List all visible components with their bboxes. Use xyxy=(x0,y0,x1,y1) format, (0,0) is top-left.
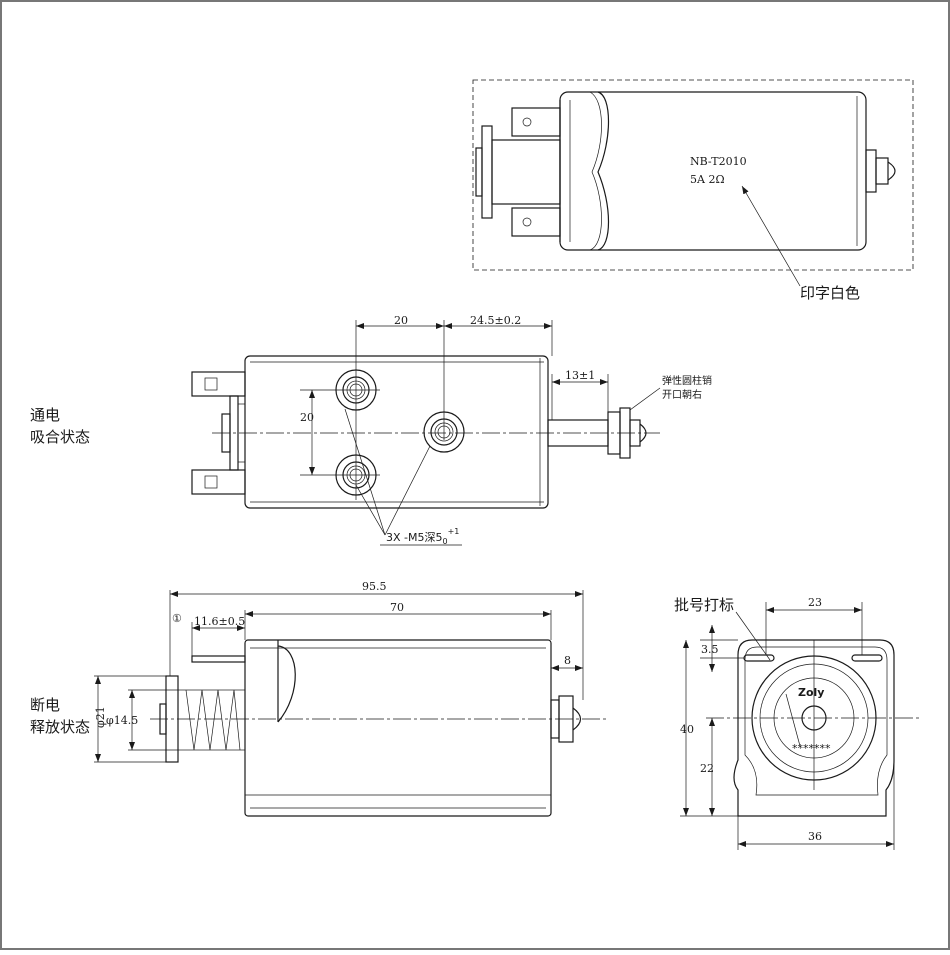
batch-label-leader xyxy=(735,611,771,661)
energized-view: 通电 吸合状态 xyxy=(30,314,712,546)
top-view-terminal-hole xyxy=(522,117,532,127)
top-view-body xyxy=(559,91,867,251)
hole-note-leader-3 xyxy=(384,445,431,536)
top-view: NB-T2010 5A 2Ω 印字白色 xyxy=(472,79,914,302)
energized-body xyxy=(244,355,549,509)
hole-note-sub: 0 xyxy=(443,537,448,546)
top-view-terminal-upper xyxy=(511,107,561,137)
top-view-terminal-lower xyxy=(511,207,561,237)
mounting-hole-center xyxy=(423,411,465,453)
dim-36: 36 xyxy=(808,830,822,843)
dim-8: 8 xyxy=(564,654,571,667)
top-view-plunger-tip xyxy=(475,147,483,197)
end-view-slot-left xyxy=(743,654,775,662)
released-plunger xyxy=(177,689,246,751)
top-view-dashed-frame xyxy=(472,79,914,271)
top-view-plunger-block xyxy=(491,139,561,205)
end-view-stamp-leader xyxy=(785,693,801,747)
top-view-pin-tip xyxy=(887,161,896,181)
dim-13: 13±1 xyxy=(565,369,595,382)
rating-text: 5A 2Ω xyxy=(690,173,725,186)
released-body xyxy=(244,639,552,817)
energized-state-line2: 吸合状态 xyxy=(30,428,90,446)
dim-20-horizontal: 20 xyxy=(394,314,408,327)
pin-note-line2: 开口朝右 xyxy=(662,388,702,401)
top-view-pin-nut xyxy=(865,149,877,193)
top-view-terminal-hole xyxy=(522,217,532,227)
dim-11-6: 11.6±0.5 xyxy=(194,615,245,628)
pin-note-leader xyxy=(629,387,661,411)
model-number-text: NB-T2010 xyxy=(690,155,747,168)
print-note-leader xyxy=(741,185,801,287)
print-note-label: 印字白色 xyxy=(800,284,860,302)
released-coil-cap xyxy=(277,640,296,723)
dim-3-5: 3.5 xyxy=(701,643,719,656)
top-view-pin-body xyxy=(875,157,889,185)
released-spring xyxy=(185,689,241,751)
released-state-line2: 释放状态 xyxy=(30,718,90,736)
batch-label: 批号打标 xyxy=(674,596,734,614)
end-view-slot-right xyxy=(851,654,883,662)
energized-terminal-hole xyxy=(204,377,218,391)
hole-note-leader-1 xyxy=(344,408,386,536)
top-view-body-curve xyxy=(589,91,602,251)
dim-phi21: φ21 xyxy=(94,706,107,728)
hole-note-leader-2 xyxy=(355,484,386,536)
energized-terminal-upper xyxy=(191,371,246,397)
released-view: 断电 释放状态 95.5 70 ① 11.6±0.5 xyxy=(30,580,608,817)
hole-note-sup: +1 xyxy=(448,527,460,536)
end-view: 批号打标 Zoly ******* 23 3.5 40 2 xyxy=(674,596,920,850)
released-terminal xyxy=(191,655,246,663)
released-pin-tip xyxy=(572,707,582,731)
end-view-logo: Zoly xyxy=(798,686,824,699)
energized-terminal-lower xyxy=(191,469,246,495)
dim-40: 40 xyxy=(680,723,694,736)
dim-23: 23 xyxy=(808,596,822,609)
dim-24-5: 24.5±0.2 xyxy=(470,314,521,327)
top-view-plunger-flange xyxy=(481,125,493,219)
energized-terminal-hole xyxy=(204,475,218,489)
hole-note: 3X -M5深50+1 xyxy=(386,527,459,546)
dim-70: 70 xyxy=(390,601,404,614)
dim-95-5: 95.5 xyxy=(362,580,387,593)
dim-phi14-5: φ14.5 xyxy=(106,714,138,727)
dim-22: 22 xyxy=(700,762,714,775)
energized-state-line1: 通电 xyxy=(30,406,60,424)
dim-20-vertical: 20 xyxy=(300,411,314,424)
circled-marker: ① xyxy=(172,612,182,625)
end-view-stars: ******* xyxy=(792,742,831,755)
end-view-housing-inner xyxy=(744,646,888,796)
released-state-line1: 断电 xyxy=(30,696,60,714)
pin-note-line1: 弹性圆柱销 xyxy=(662,374,712,387)
